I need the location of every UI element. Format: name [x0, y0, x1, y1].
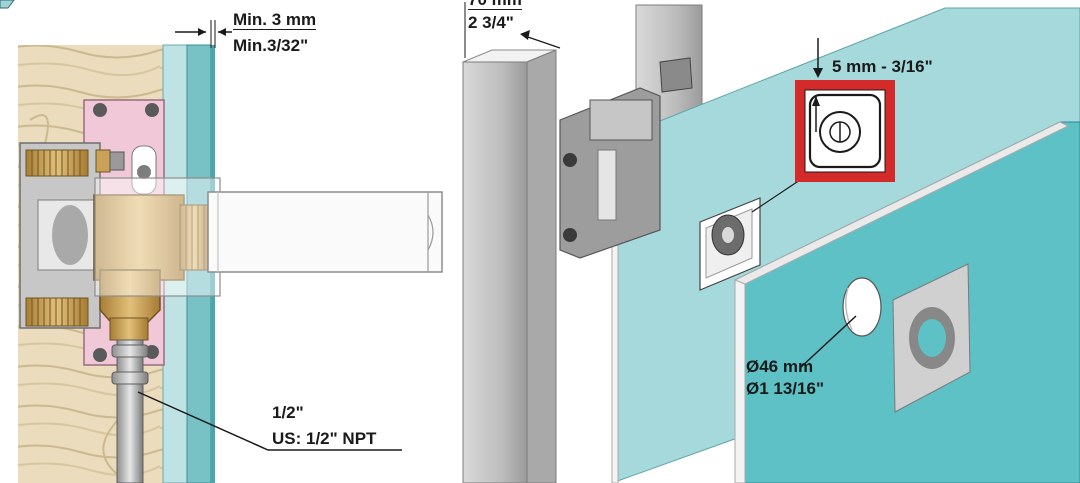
right-perspective-view	[462, 2, 1080, 483]
pipe	[116, 339, 144, 483]
threaded-rod-top	[25, 149, 89, 177]
extension-tube	[207, 191, 443, 273]
pipe-thread-label: US: 1/2" NPT	[272, 429, 377, 448]
screw-icon	[93, 103, 107, 117]
post-width-metric-label: 70 mm	[468, 0, 522, 10]
collar-ring-hole	[918, 319, 946, 357]
screw-icon	[145, 103, 159, 117]
drilled-hole	[842, 277, 882, 337]
valve-spindle-icon	[819, 111, 861, 153]
pipe-size-label: 1/2"	[272, 403, 304, 422]
front-post	[462, 61, 528, 483]
inset-dimension-label: 5 mm - 3/16"	[832, 57, 933, 76]
hole-diameter-imperial-label: Ø1 13/16"	[746, 379, 825, 398]
left-section-view	[0, 0, 443, 483]
screw-icon	[563, 153, 577, 167]
gap-dimension-imperial-label: Min.3/32"	[233, 36, 309, 55]
protective-sleeve	[94, 177, 221, 297]
corner-icon	[0, 0, 15, 9]
post-width-imperial-label: 2 3/4"	[468, 13, 514, 32]
hole-diameter-metric-label: Ø46 mm	[746, 357, 814, 376]
valve-body	[93, 194, 185, 281]
screw-icon	[93, 348, 107, 362]
gap-dimension-metric-label: Min. 3 mm	[233, 10, 317, 30]
screw-icon	[563, 228, 577, 242]
threaded-rod-bottom	[25, 297, 89, 327]
